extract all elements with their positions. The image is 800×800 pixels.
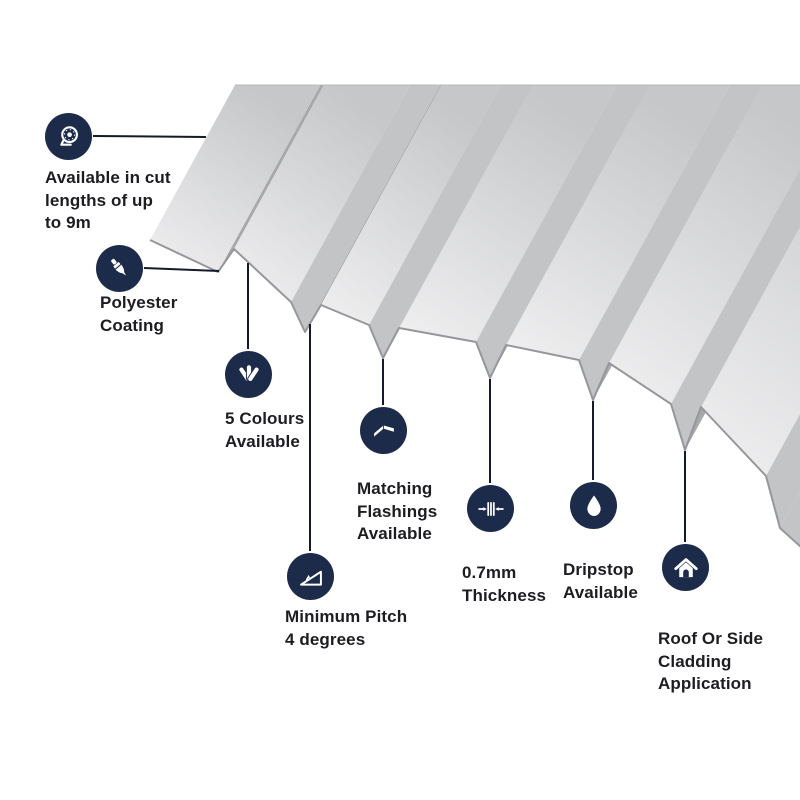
pitch-angle-icon (299, 570, 322, 586)
feature-label-thickness: 0.7mm Thickness (462, 563, 547, 605)
feature-label-dripstop: Dripstop Available (563, 560, 638, 602)
polyester-coating-badge (96, 245, 143, 292)
paintbrush-icon (110, 258, 126, 275)
thickness-gauge-icon (477, 501, 504, 516)
feature-label-polyester: Polyester Coating (100, 293, 178, 335)
house-icon (673, 557, 698, 577)
callout-line (92, 135, 207, 138)
feature-label-pitch: Minimum Pitch 4 degrees (285, 607, 408, 649)
minimum-pitch-badge (287, 553, 334, 600)
flashing-sheet-icon (373, 424, 394, 437)
cut-lengths-badge (45, 113, 92, 160)
sheet-front-edge (149, 239, 800, 548)
dripstop-badge (570, 482, 617, 529)
flashings-badge (360, 407, 407, 454)
feature-label-colours: 5 Colours Available (225, 409, 305, 451)
feature-label-cut-lengths: Available in cut lengths of up to 9m (45, 168, 171, 233)
thickness-badge (467, 485, 514, 532)
tape-measure-icon (59, 125, 78, 146)
cladding-application-badge (662, 544, 709, 591)
feature-label-cladding: Roof Or Side Cladding Application (658, 629, 764, 694)
callout-line (143, 267, 220, 272)
colours-badge (225, 351, 272, 398)
water-droplet-icon (586, 495, 601, 516)
feature-label-flashings: Matching Flashings Available (357, 479, 438, 544)
sheet-faces (150, 85, 800, 547)
colour-swatch-fan-icon (237, 363, 260, 382)
